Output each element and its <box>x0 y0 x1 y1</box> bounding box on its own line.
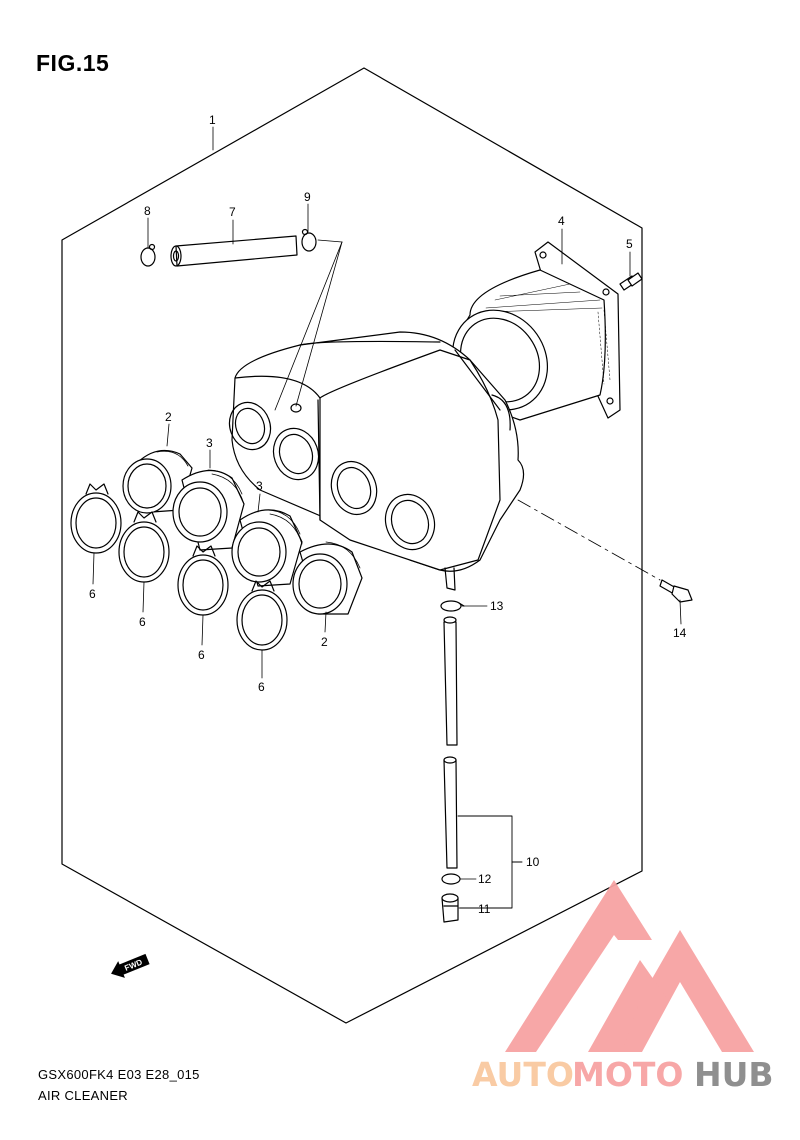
callout-4: 4 <box>558 214 565 228</box>
part-12-clip <box>441 873 461 885</box>
part-9-clamp <box>301 228 317 252</box>
section-name: AIR CLEANER <box>38 1088 128 1103</box>
part-13-clip <box>440 600 465 612</box>
callout-3a: 3 <box>206 436 213 450</box>
callout-2b: 2 <box>321 635 328 649</box>
leader-lines <box>92 126 682 909</box>
callout-6a: 6 <box>89 587 96 601</box>
part-11-plug <box>441 893 459 923</box>
part-3-boot-left <box>172 469 245 551</box>
watermark-mountain-icon <box>505 880 754 1052</box>
callout-1: 1 <box>209 113 216 127</box>
watermark-logo: AUTO MOTO HUB <box>472 880 774 1094</box>
model-code: GSX600FK4 E03 E28_015 <box>38 1067 200 1082</box>
part-3-boot-right <box>231 509 303 587</box>
callout-11: 11 <box>478 902 491 916</box>
part-6-clamp-2 <box>118 511 170 583</box>
part-5-bolt <box>619 272 643 291</box>
fwd-arrow-icon: FWD <box>111 953 150 978</box>
part-7-hose <box>170 235 298 267</box>
callout-12: 12 <box>478 872 492 886</box>
callout-6b: 6 <box>139 615 146 629</box>
watermark-word-moto: MOTO <box>572 1055 683 1094</box>
callout-6d: 6 <box>258 680 265 694</box>
part-6-clamp-4 <box>236 580 288 651</box>
part-10-drain-hose <box>443 616 523 909</box>
callout-9: 9 <box>304 190 311 204</box>
callout-labels: 1 7 8 9 4 5 2 3 3 2 6 6 6 6 13 14 10 12 … <box>89 113 687 916</box>
part-2-boot-right <box>292 541 363 615</box>
part-14-bolt <box>659 579 693 603</box>
callout-7: 7 <box>229 205 236 219</box>
watermark-word-hub: HUB <box>694 1055 774 1094</box>
callout-13: 13 <box>490 599 504 613</box>
callout-8: 8 <box>144 204 151 218</box>
callout-3b: 3 <box>256 479 263 493</box>
part-1-air-cleaner-box <box>228 331 525 591</box>
callout-2a: 2 <box>165 410 172 424</box>
callout-14: 14 <box>673 626 687 640</box>
callout-5: 5 <box>626 237 633 251</box>
part-6-clamp-1 <box>70 483 122 554</box>
figure-title: FIG.15 <box>36 50 110 76</box>
part-6-clamp-3 <box>177 545 229 616</box>
watermark-word-auto: AUTO <box>472 1055 574 1094</box>
assembly-outline <box>61 67 643 1024</box>
callout-10: 10 <box>526 855 540 869</box>
callout-6c: 6 <box>198 648 205 662</box>
